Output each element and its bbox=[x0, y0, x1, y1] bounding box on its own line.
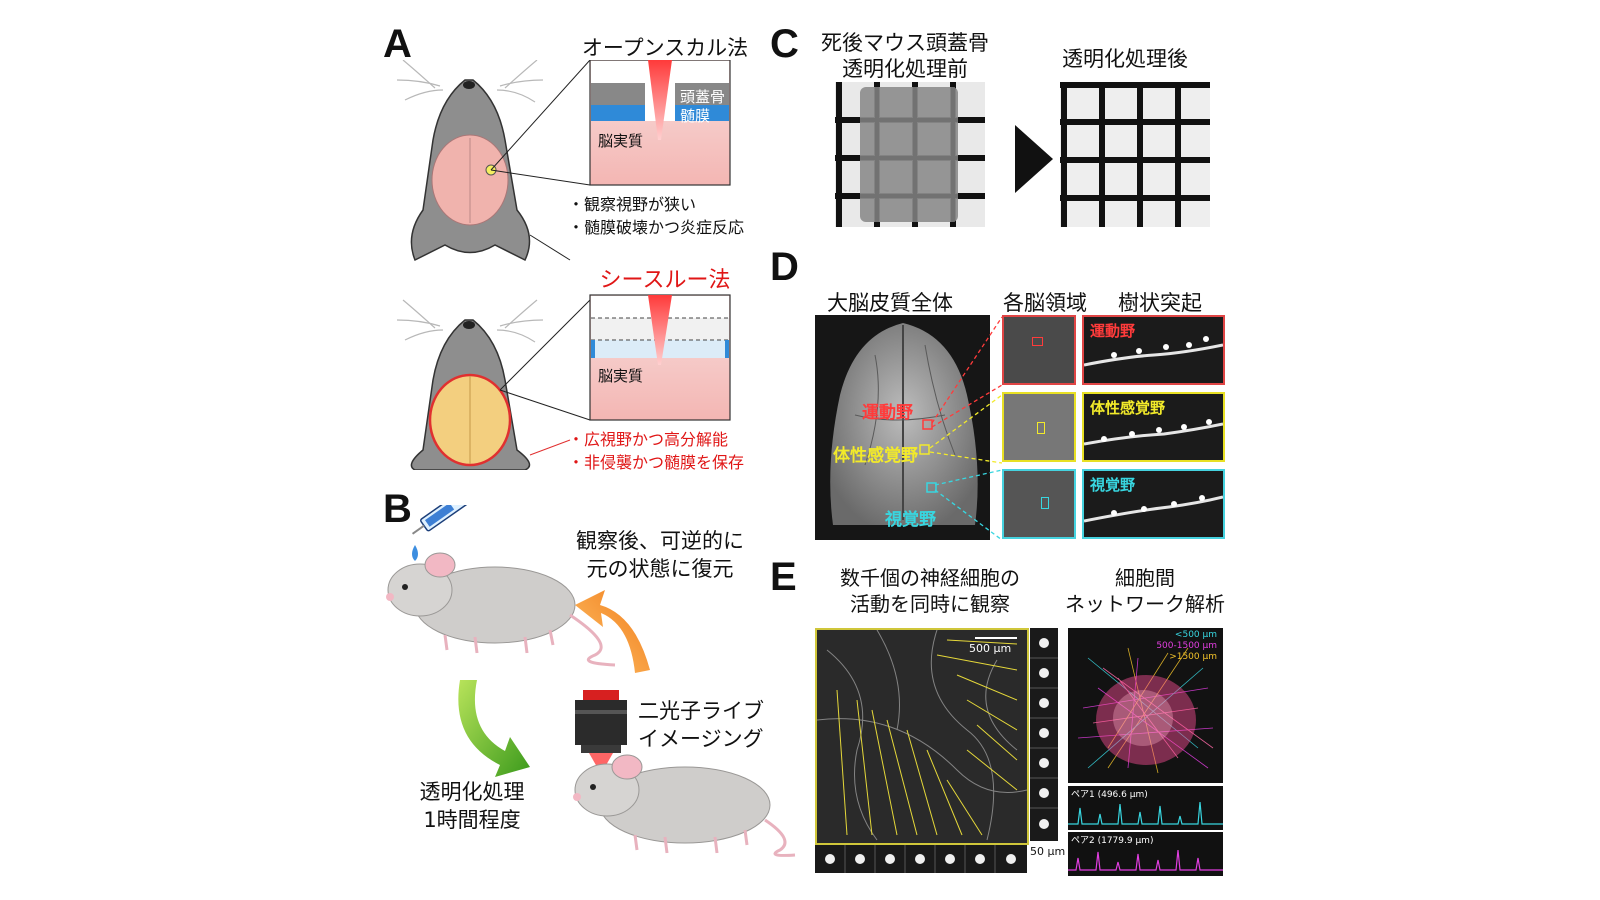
restore-text-line2: 元の状態に復元 bbox=[586, 557, 734, 581]
skull-before-photo bbox=[835, 82, 985, 227]
droplet-icon bbox=[412, 545, 418, 561]
region-thumb-motor bbox=[1002, 315, 1076, 385]
trace-pair1: ペア1 (496.6 μm) bbox=[1068, 786, 1223, 830]
imaging-text: 二光子ライブ イメージング bbox=[638, 697, 764, 753]
dendrite-visual-label: 視覚野 bbox=[1090, 476, 1136, 494]
restore-text: 観察後、可逆的に 元の状態に復元 bbox=[560, 527, 760, 583]
region-thumb-somatosensory-roi bbox=[1037, 422, 1045, 434]
network-lines bbox=[1077, 647, 1214, 774]
clearing-arrow-icon bbox=[458, 680, 530, 777]
note-wide-field: ・広視野かつ高分解能 bbox=[568, 430, 729, 449]
dendrite-motor-trace bbox=[1084, 336, 1223, 367]
header-regions: 各脳領域 bbox=[1003, 291, 1087, 315]
note-noninvasive: ・非侵襲かつ髄膜を保存 bbox=[568, 453, 745, 472]
region-motor-label: 運動野 bbox=[862, 398, 913, 423]
region-visual-text: 視覚野 bbox=[885, 510, 936, 530]
clearing-text-line2: 1時間程度 bbox=[423, 808, 521, 832]
before-label-line1: 死後マウス頭蓋骨 bbox=[821, 31, 989, 55]
panel-letter-e: E bbox=[770, 555, 797, 599]
cell-crops-row-cells bbox=[825, 845, 1016, 873]
network-image: <500 μm 500-1500 μm >1500 μm bbox=[1068, 628, 1223, 783]
header-dendrites: 樹状突起 bbox=[1118, 291, 1202, 315]
e-left-title: 数千個の神経細胞の 活動を同時に観察 bbox=[815, 565, 1045, 617]
before-label-line2: 透明化処理前 bbox=[842, 57, 968, 81]
objective-icon bbox=[575, 690, 627, 767]
region-somatosensory-text: 体性感覚野 bbox=[833, 446, 918, 466]
restore-text-line1: 観察後、可逆的に bbox=[576, 529, 744, 553]
e-right-title-line2: ネットワーク解析 bbox=[1065, 592, 1225, 616]
widefield-vessels bbox=[817, 630, 1027, 841]
dendrite-motor-label: 運動野 bbox=[1090, 322, 1136, 340]
see-through-notes: ・広視野かつ高分解能 ・非侵襲かつ髄膜を保存 bbox=[568, 428, 744, 474]
dendrite-motor: 運動野 bbox=[1082, 315, 1225, 385]
panel-letter-a: A bbox=[383, 22, 412, 66]
cell-crops-column-cells bbox=[1030, 638, 1058, 829]
scalebar-small-label: 50 μm bbox=[1030, 845, 1066, 858]
trace-pair2-label: ペア2 (1779.9 μm) bbox=[1071, 836, 1154, 846]
legend-short: <500 μm bbox=[1174, 630, 1217, 640]
region-motor-text: 運動野 bbox=[862, 403, 913, 423]
label-parenchyma-top: 脳実質 bbox=[598, 132, 644, 150]
cell-crops-row bbox=[815, 845, 1027, 873]
e-left-title-line1: 数千個の神経細胞の bbox=[840, 566, 1020, 590]
widefield-image: 500 μm bbox=[815, 628, 1029, 845]
label-dura: 髄膜 bbox=[680, 107, 711, 125]
network-legend: <500 μm 500-1500 μm >1500 μm bbox=[1156, 630, 1217, 663]
dendrite-visual-trace bbox=[1084, 495, 1223, 523]
restore-arrow-icon bbox=[575, 590, 650, 673]
imaging-text-line2: イメージング bbox=[638, 727, 764, 751]
panel-letter-b: B bbox=[383, 487, 412, 531]
e-right-title: 細胞間 ネットワーク解析 bbox=[1060, 565, 1230, 617]
label-skull: 頭蓋骨 bbox=[680, 88, 726, 106]
mouse-bottom-illustration bbox=[573, 754, 796, 857]
clearing-text: 透明化処理 1時間程度 bbox=[402, 778, 542, 834]
cortex-photo bbox=[815, 315, 990, 540]
scalebar-large-label: 500 μm bbox=[969, 642, 1012, 655]
dendrite-somatosensory-trace bbox=[1084, 419, 1223, 446]
trace-pair2: ペア2 (1779.9 μm) bbox=[1068, 832, 1223, 876]
cross-section-open-skull bbox=[589, 60, 731, 186]
skull-after-photo bbox=[1060, 82, 1210, 227]
label-parenchyma-bottom: 脳実質 bbox=[598, 367, 644, 385]
connector-lines bbox=[930, 316, 1003, 541]
e-right-title-line1: 細胞間 bbox=[1115, 566, 1175, 590]
see-through-title: シースルー法 bbox=[599, 268, 731, 293]
region-thumb-visual-roi bbox=[1041, 497, 1049, 509]
legend-long: >1500 μm bbox=[1169, 652, 1217, 662]
trace-pair1-label: ペア1 (496.6 μm) bbox=[1071, 790, 1148, 800]
trace-pair1-line bbox=[1068, 801, 1223, 825]
panel-letter-c: C bbox=[770, 22, 799, 66]
cell-crops-column bbox=[1030, 628, 1058, 841]
before-label: 死後マウス頭蓋骨 透明化処理前 bbox=[815, 30, 995, 82]
region-thumb-visual bbox=[1002, 469, 1076, 539]
imaging-text-line1: 二光子ライブ bbox=[638, 699, 764, 723]
region-thumb-motor-roi bbox=[1032, 337, 1043, 346]
legend-mid: 500-1500 μm bbox=[1156, 641, 1217, 651]
trace-pair2-line bbox=[1068, 849, 1223, 871]
region-visual-label: 視覚野 bbox=[885, 505, 936, 530]
open-skull-title: オープンスカル法 bbox=[581, 36, 749, 60]
cross-section-see-through bbox=[589, 294, 731, 421]
header-cortex: 大脳皮質全体 bbox=[827, 291, 953, 315]
note-inflammation: ・髄膜破壊かつ炎症反応 bbox=[568, 218, 745, 237]
note-narrow-field: ・観察視野が狭い bbox=[568, 195, 697, 214]
syringe-icon bbox=[411, 505, 478, 535]
clearing-text-line1: 透明化処理 bbox=[419, 780, 525, 804]
region-thumb-somatosensory bbox=[1002, 392, 1076, 462]
open-skull-notes: ・観察視野が狭い ・髄膜破壊かつ炎症反応 bbox=[568, 193, 744, 239]
mouse-schematic-a bbox=[396, 60, 731, 470]
after-label: 透明化処理後 bbox=[1062, 47, 1188, 71]
e-left-title-line2: 活動を同時に観察 bbox=[850, 592, 1010, 616]
dendrite-visual: 視覚野 bbox=[1082, 469, 1225, 539]
dendrite-somatosensory-label: 体性感覚野 bbox=[1090, 399, 1166, 417]
arrow-right-icon bbox=[1015, 125, 1053, 193]
whiskers-top bbox=[396, 60, 544, 103]
dendrite-somatosensory: 体性感覚野 bbox=[1082, 392, 1225, 462]
workflow-illustration-b bbox=[386, 505, 796, 857]
panel-letter-d: D bbox=[770, 245, 799, 289]
whiskers-bottom bbox=[396, 299, 544, 343]
mouse-top-illustration bbox=[386, 552, 616, 667]
region-somatosensory-label: 体性感覚野 bbox=[833, 441, 918, 466]
